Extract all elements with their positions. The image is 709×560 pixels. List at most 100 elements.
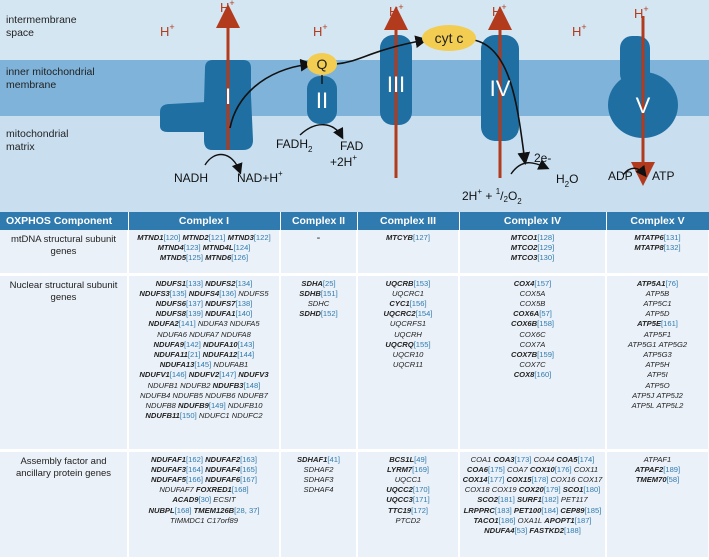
gene-line: SDHAF4 xyxy=(283,485,354,495)
water-label: H2O xyxy=(556,172,578,189)
gene-name: LYRM7 xyxy=(386,464,413,474)
reference: [142] xyxy=(183,339,201,349)
reference: [122] xyxy=(253,233,271,242)
gene-name: COX10 xyxy=(529,464,555,474)
gene-name: COX15 xyxy=(506,474,532,484)
gene-name: NDUFAF1 xyxy=(151,454,187,464)
reference: [170] xyxy=(412,485,430,495)
gene-name: COX19 xyxy=(491,485,517,495)
reference: [185] xyxy=(584,505,602,515)
reference: [153] xyxy=(413,278,431,288)
gene-name: NDUFV3 xyxy=(238,370,269,380)
gene-cell: MTND1[120] MTND2[121] MTND3[122]MTND4[12… xyxy=(128,230,281,276)
gene-cell: NDUFAF1[162] NDUFAF2[163]NDUFAF3[164] ND… xyxy=(128,450,281,560)
complex-iv-label: IV xyxy=(490,76,511,101)
reference: [169] xyxy=(412,464,430,474)
gene-name: ATP5G3 xyxy=(643,349,672,359)
gene-name: NDUFB6 xyxy=(205,390,236,400)
gene-name: NDUFAB1 xyxy=(213,360,249,370)
gene-name: MTND1 xyxy=(137,233,164,242)
gene-name: NDUFB1 xyxy=(147,380,179,390)
cytochrome-c-shape xyxy=(422,25,476,51)
gene-line: COX7B[159] xyxy=(462,350,603,360)
gene-line: NDUFA2[141] NDUFA3 NDUFA5 xyxy=(131,319,277,329)
gene-name: CEP89 xyxy=(560,505,585,515)
gene-line: ATP5C1 xyxy=(609,299,706,309)
gene-name: MTCO2 xyxy=(510,243,538,253)
reference: [144] xyxy=(237,349,255,359)
gene-line: SDHC xyxy=(283,299,354,309)
proton-label: H+ xyxy=(313,22,328,39)
gene-name: COX20 xyxy=(518,485,544,495)
gene-line: SDHD[152] xyxy=(283,309,354,319)
reference: [159] xyxy=(537,349,555,359)
gene-name: NDUFB5 xyxy=(172,390,203,400)
reference: [125] xyxy=(186,253,203,263)
reference: [148] xyxy=(243,380,261,390)
reference: [49] xyxy=(414,454,427,464)
gene-line: UQCRFS1 xyxy=(360,319,456,329)
gene-name: NDUFS4 xyxy=(188,288,220,298)
reference: [162] xyxy=(186,454,203,464)
gene-name: SDHAF1 xyxy=(296,454,328,464)
gene-line: TACO1[186] OXA1L APOPT1[187] xyxy=(462,516,603,526)
gene-name: NDUFA11 xyxy=(153,349,188,359)
reference: [127] xyxy=(413,233,430,242)
gene-name: NDUFAF7 xyxy=(159,485,194,495)
gene-line: COX14[177] COX15[178] COX16 COX17 xyxy=(462,475,603,485)
gene-name: TTC19 xyxy=(387,505,412,515)
gene-name: FOXRED1 xyxy=(195,485,232,495)
gene-line: COX8[160] xyxy=(462,370,603,380)
header-complex-iv: Complex IV xyxy=(459,212,607,230)
reference: [180] xyxy=(583,485,601,495)
gene-line: MTATP8[132] xyxy=(609,243,706,253)
gene-name: NDUFA4 xyxy=(484,525,515,535)
fadh-reaction-arrow xyxy=(299,124,344,140)
gene-name: NUBPL xyxy=(148,505,175,515)
gene-name: ATP5H xyxy=(645,360,670,370)
reference: [173] xyxy=(514,454,532,464)
proton-label: H+ xyxy=(492,2,507,19)
gene-name: UQCRQ xyxy=(385,339,414,349)
reference: [143] xyxy=(237,339,255,349)
gene-name: COA7 xyxy=(507,464,528,474)
gene-name: TIMMDC1 xyxy=(170,515,205,525)
gene-name: PTCD2 xyxy=(395,515,421,525)
gene-line: COX4[157] xyxy=(462,279,603,289)
gene-name: COX6C xyxy=(519,329,546,339)
gene-name: MTND3 xyxy=(227,233,254,242)
gene-line: LRPPRC[183] PET100[184] CEP89[185] xyxy=(462,506,603,516)
gene-name: NDUFV2 xyxy=(188,370,220,380)
gene-line: SDHAF2 xyxy=(283,465,354,475)
gene-name: APOPT1 xyxy=(544,515,575,525)
gene-line: TIMMDC1 C17orf89 xyxy=(131,516,277,526)
reference: [161] xyxy=(661,319,678,329)
header-complex-i: Complex I xyxy=(128,212,281,230)
gene-name: ATP5F1 xyxy=(643,329,672,339)
gene-line: - xyxy=(283,233,354,244)
gene-name: COX6B xyxy=(510,319,538,329)
gene-name: NDUFAF5 xyxy=(151,474,187,484)
reference: [28, 37] xyxy=(234,505,260,515)
gene-name: COX8 xyxy=(513,370,535,380)
gene-line: NDUFAF1[162] NDUFAF2[163] xyxy=(131,455,277,465)
reference: [177] xyxy=(487,474,505,484)
gene-line: NDUFB1 NDUFB2 NDUFB3[148] xyxy=(131,381,277,391)
gene-name: UQCRC2 xyxy=(383,309,416,319)
gene-name: UQCRB xyxy=(385,278,414,288)
gene-name: CYC1 xyxy=(389,298,410,308)
reference: [187] xyxy=(574,515,592,525)
gene-name: NDUFS1 xyxy=(155,278,187,288)
reference: [186] xyxy=(498,515,516,525)
gene-name: NDUFA2 xyxy=(148,319,179,329)
table-row: Assembly factor and ancillary protein ge… xyxy=(0,450,709,560)
gene-name: ATPAF2 xyxy=(634,464,664,474)
gene-name: MTCYB xyxy=(386,233,414,242)
intermembrane-space-label: intermembrane space xyxy=(6,14,77,39)
